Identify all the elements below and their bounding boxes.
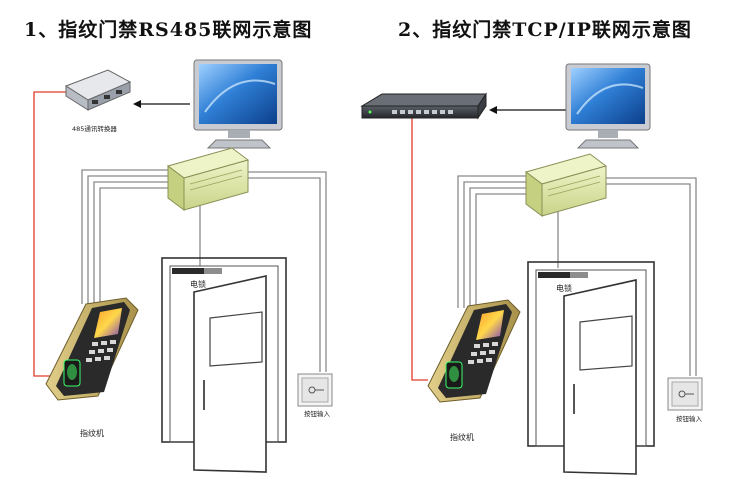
button-wire-1: [244, 171, 327, 372]
lock-label: 电锁: [556, 283, 572, 293]
button-wire-2: [602, 183, 691, 376]
lock-label: 电锁: [190, 279, 206, 289]
power-wire-3: [469, 187, 530, 308]
right-diagram-title: 2、指纹门禁TCP/IP联网示意图: [398, 18, 692, 41]
power-supply-box: [166, 147, 250, 211]
power-wire-1: [457, 175, 530, 308]
computer-monitor: [565, 63, 651, 149]
power-supply-box: [524, 153, 608, 217]
power-wire-2: [463, 181, 530, 308]
power-wire-2: [87, 175, 172, 304]
power-wire-4: [99, 187, 172, 304]
lock-plate: [204, 268, 222, 274]
electric-lock: [172, 268, 206, 274]
button-label: 按钮输入: [676, 414, 703, 423]
button-label: 按钮输入: [304, 409, 331, 418]
left-diagram: 485通讯转换器 电锁: [33, 59, 333, 473]
button-wire-2: [244, 177, 321, 372]
lcd-screen: [476, 310, 504, 340]
exit-button: [297, 373, 333, 407]
power-wire-3: [93, 181, 172, 304]
network-switch: [360, 92, 487, 120]
electric-lock: [538, 272, 572, 278]
rs485-wire: [33, 91, 66, 377]
right-diagram: 电锁 按钮输入 指纹机: [360, 63, 703, 475]
power-wire-4: [475, 193, 530, 308]
arrow-head: [489, 106, 497, 114]
converter-label: 485通讯转换器: [72, 124, 117, 133]
computer-monitor: [193, 59, 283, 149]
door-leaf: [193, 275, 267, 473]
arrow-head: [133, 100, 141, 108]
door-leaf: [563, 279, 637, 475]
exit-button: [667, 377, 703, 411]
rs485-converter: [64, 69, 132, 111]
power-wire-1: [81, 169, 172, 304]
terminal-label: 指纹机: [80, 428, 104, 438]
terminal-label: 指纹机: [450, 432, 474, 442]
fingerprint-terminal: [45, 297, 139, 401]
lcd-screen: [94, 308, 122, 338]
door-window: [209, 311, 263, 367]
button-wire-1: [602, 177, 697, 376]
door-window: [579, 315, 633, 371]
fingerprint-terminal: [427, 299, 521, 403]
network-wire: [411, 115, 428, 381]
lock-plate: [570, 272, 588, 278]
left-diagram-title: 1、指纹门禁RS485联网示意图: [24, 18, 312, 41]
